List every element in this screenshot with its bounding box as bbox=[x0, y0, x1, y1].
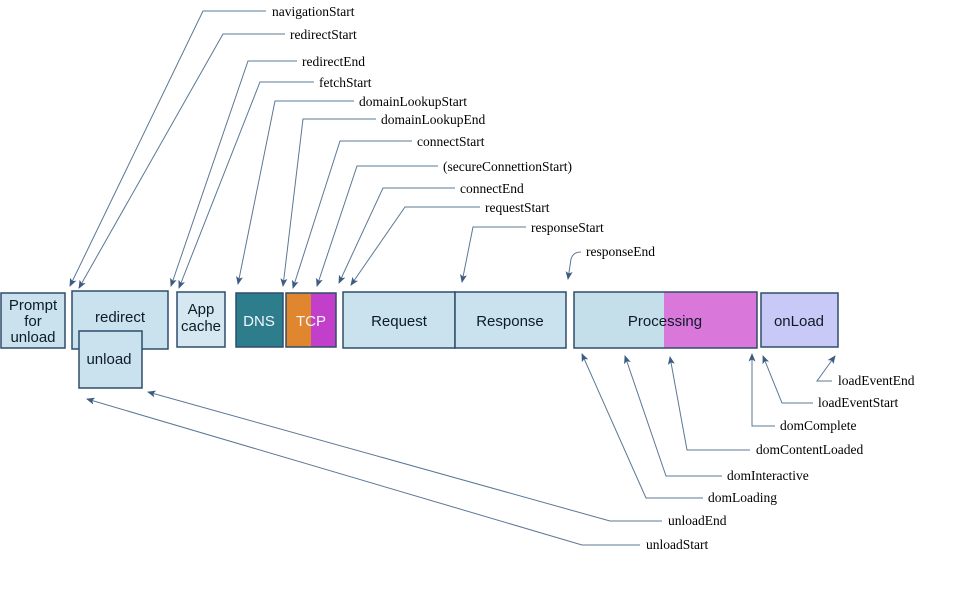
box-response-label: Response bbox=[476, 313, 544, 330]
box-onload-label: onLoad bbox=[774, 313, 824, 330]
callout-line-redirectStart bbox=[78, 33, 285, 289]
callout-line-domainLookupEnd bbox=[280, 118, 376, 287]
callout-line-responseStart bbox=[460, 226, 526, 283]
callout-label-domLoading: domLoading bbox=[708, 490, 777, 505]
callout-label-domainLookupStart: domainLookupStart bbox=[359, 94, 467, 109]
callout-line-domLoading bbox=[581, 353, 703, 499]
callout-label-unloadEnd: unloadEnd bbox=[668, 513, 727, 528]
box-redirect-label: redirect bbox=[95, 309, 146, 326]
box-prompt-line1: Prompt bbox=[9, 297, 58, 314]
box-processing-label: Processing bbox=[628, 313, 702, 330]
callout-line-domContentLoaded bbox=[667, 356, 750, 451]
callout-label-redirectEnd: redirectEnd bbox=[302, 54, 365, 69]
box-tcp-magenta-segment bbox=[311, 293, 336, 347]
box-response bbox=[454, 291, 567, 349]
callout-label-navigationStart: navigationStart bbox=[272, 4, 355, 19]
box-dns-label: DNS bbox=[243, 313, 275, 330]
box-app-cache-line2: cache bbox=[181, 318, 221, 335]
callout-line-loadEventEnd bbox=[816, 355, 836, 382]
callout-line-fetchStart bbox=[178, 81, 314, 289]
callout-label-responseStart: responseStart bbox=[531, 220, 604, 235]
callout-label-secureConnectionStart: (secureConnettionStart) bbox=[443, 159, 572, 174]
callout-label-fetchStart: fetchStart bbox=[319, 75, 372, 90]
callout-label-unloadStart: unloadStart bbox=[646, 537, 708, 552]
callout-line-unloadStart bbox=[86, 397, 640, 546]
box-processing-border bbox=[573, 291, 758, 349]
callout-label-domComplete: domComplete bbox=[780, 418, 857, 433]
box-onload bbox=[760, 292, 839, 348]
callout-label-domainLookupEnd: domainLookupEnd bbox=[381, 112, 485, 127]
callout-label-redirectStart: redirectStart bbox=[290, 27, 357, 42]
callout-line-connectEnd bbox=[338, 187, 455, 284]
box-tcp-border bbox=[285, 292, 337, 348]
callout-line-domainLookupStart bbox=[236, 100, 354, 285]
callout-line-unloadEnd bbox=[147, 390, 662, 522]
top-callout-lines bbox=[69, 10, 582, 289]
callout-label-connectEnd: connectEnd bbox=[460, 181, 524, 196]
callout-label-responseEnd: responseEnd bbox=[586, 244, 655, 259]
callout-label-connectStart: connectStart bbox=[417, 134, 485, 149]
box-processing-blue-segment bbox=[574, 292, 664, 348]
callout-line-loadEventStart bbox=[762, 355, 813, 404]
callout-line-navigationStart bbox=[69, 10, 266, 287]
box-app-cache bbox=[176, 291, 226, 348]
callout-line-redirectEnd bbox=[170, 60, 297, 287]
box-dns bbox=[235, 292, 284, 348]
box-processing-purple-segment bbox=[664, 292, 757, 348]
callout-label-requestStart: requestStart bbox=[485, 200, 550, 215]
callout-line-requestStart bbox=[350, 206, 480, 286]
bottom-callout-lines bbox=[86, 353, 836, 546]
callout-line-domInteractive bbox=[624, 355, 722, 477]
box-prompt-line2: for bbox=[24, 313, 42, 330]
callout-line-connectStart bbox=[291, 140, 412, 289]
callout-label-loadEventStart: loadEventStart bbox=[818, 395, 898, 410]
callout-line-responseEnd bbox=[565, 251, 582, 280]
box-tcp-orange-segment bbox=[286, 293, 311, 347]
callout-line-domComplete bbox=[748, 353, 775, 427]
box-request-label: Request bbox=[371, 313, 428, 330]
timeline-boxes: Prompt for unload redirect App cache DNS… bbox=[0, 290, 839, 389]
callout-label-domContentLoaded: domContentLoaded bbox=[756, 442, 863, 457]
top-callout-labels: navigationStart redirectStart redirectEn… bbox=[272, 4, 655, 259]
bottom-callout-labels: loadEventEnd loadEventStart domComplete … bbox=[646, 373, 915, 552]
callout-label-loadEventEnd: loadEventEnd bbox=[838, 373, 915, 388]
box-unload bbox=[78, 330, 143, 389]
box-unload-label: unload bbox=[86, 351, 131, 368]
callout-line-secureConnectionStart bbox=[316, 165, 438, 287]
box-tcp-label: TCP bbox=[296, 313, 326, 330]
callout-label-domInteractive: domInteractive bbox=[727, 468, 809, 483]
box-app-cache-line1: App bbox=[188, 301, 215, 318]
box-prompt-for-unload bbox=[0, 292, 66, 349]
box-prompt-line3: unload bbox=[10, 329, 55, 346]
